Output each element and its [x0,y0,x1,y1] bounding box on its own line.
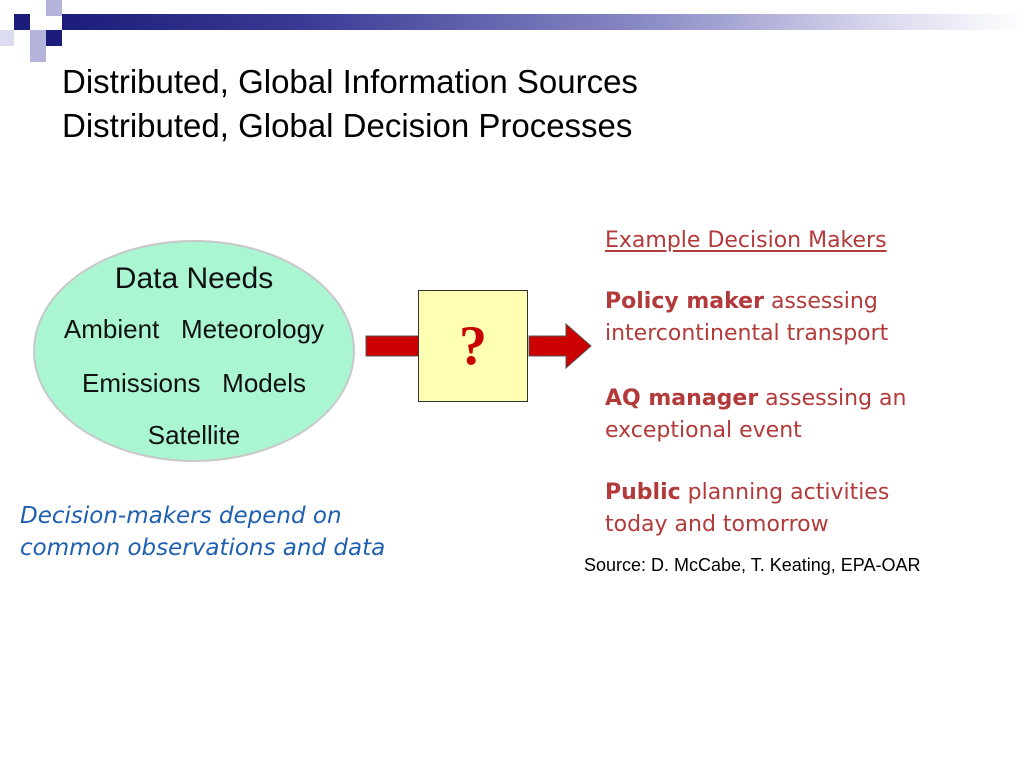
data-need-emissions: Emissions [82,368,201,398]
title-line-1: Distributed, Global Information Sources [62,63,638,100]
header-square-1 [14,14,30,30]
header-gradient-bar [62,14,1024,30]
slide-title: Distributed, Global Information Sources … [62,60,638,148]
example-decision-makers-title: Example Decision Makers [605,228,887,253]
left-arrow [365,335,420,357]
data-need-ambient: Ambient [63,314,160,344]
right-arrow-icon [528,323,592,369]
data-need-meteorology: Meteorology [180,314,325,344]
data-need-satellite: Satellite [147,420,241,450]
question-box: ? [418,290,528,402]
source-citation: Source: D. McCabe, T. Keating, EPA-OAR [584,555,921,575]
data-need-models: Models [222,368,306,398]
data-needs-heading: Data Needs [114,262,274,295]
example-role: Public [605,480,681,505]
example-text: intercontinental transport [605,321,889,346]
example-text: assessing [763,289,878,314]
data-needs-row-2: Emissions Models [33,368,355,399]
example-aq-manager: AQ manager assessing an exceptional even… [605,383,1005,447]
example-role: Policy maker [605,289,764,314]
header-square-6 [0,30,14,46]
example-text: exceptional event [605,418,802,443]
decision-makers-caption: Decision-makers depend on common observa… [20,500,440,564]
header-square-5 [30,46,46,62]
caption-line-1: Decision-makers depend on [20,503,342,529]
data-needs-row-3: Satellite [33,420,355,451]
example-role: AQ manager [605,386,759,411]
header-square-2 [46,0,62,16]
example-public: Public planning activities today and tom… [605,477,1005,541]
question-mark: ? [459,315,487,377]
header-square-4 [46,30,62,46]
example-policy-maker: Policy maker assessing intercontinental … [605,286,1005,350]
example-text: planning activities [680,480,890,505]
header-square-3 [30,30,46,46]
example-text: assessing an [758,386,907,411]
title-line-2: Distributed, Global Decision Processes [62,107,633,144]
data-needs-row-1: Ambient Meteorology [33,314,355,345]
data-needs-ellipse [33,240,355,462]
caption-line-2: common observations and data [20,535,386,561]
example-text: today and tomorrow [605,512,829,537]
